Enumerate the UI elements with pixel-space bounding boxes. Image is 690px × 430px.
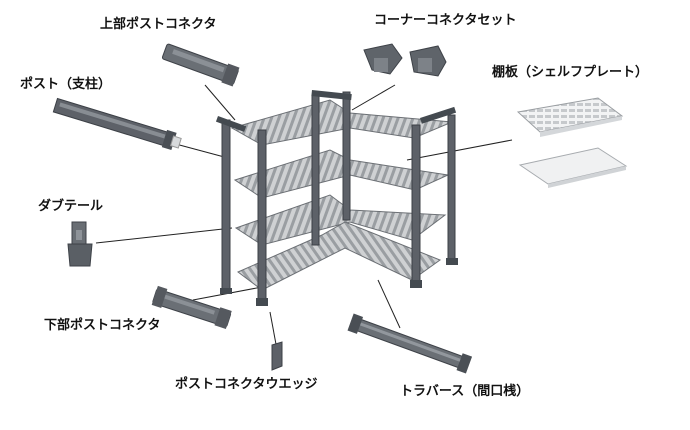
shelving-unit xyxy=(215,90,458,306)
label-post-connector-wedge: ポストコネクタウエッジ xyxy=(175,377,318,392)
post-front-left xyxy=(221,119,231,291)
corner-connector-part xyxy=(363,43,447,77)
post-right-end xyxy=(447,114,456,264)
label-traverse: トラバース（間口桟） xyxy=(400,384,530,399)
post-right-front xyxy=(411,124,421,286)
label-shelf-plate: 棚板（シェルフプレート） xyxy=(492,65,649,80)
post-back-corner xyxy=(311,94,320,246)
shelf-plate-slotted xyxy=(516,97,624,137)
label-corner-connector-set: コーナーコネクタセット xyxy=(374,13,517,28)
post-part xyxy=(52,97,182,151)
label-dovetail: ダブテール xyxy=(38,199,104,214)
leader-traverse xyxy=(377,279,401,329)
leader-post xyxy=(171,142,229,159)
shelf-plate-solid xyxy=(518,147,628,188)
post-back-right xyxy=(342,91,351,221)
shelf-level-3 xyxy=(234,194,447,246)
dovetail-part xyxy=(67,221,93,267)
label-lower-post-connector: 下部ポストコネクタ xyxy=(44,318,161,333)
wedge-part xyxy=(271,341,283,371)
upper-post-connector-part xyxy=(161,43,240,87)
lower-post-connector-part xyxy=(151,285,232,330)
label-post: ポスト（支柱） xyxy=(20,77,112,92)
leader-corner-connector xyxy=(351,84,396,111)
leader-upper-post-connector xyxy=(204,84,236,121)
leader-shelf-plate xyxy=(406,139,513,161)
traverse-part xyxy=(347,313,473,374)
shelf-level-2 xyxy=(233,149,450,199)
label-upper-post-connector: 上部ポストコネクタ xyxy=(100,17,217,32)
post-front-middle xyxy=(257,129,267,303)
shelf-level-1 xyxy=(230,99,453,146)
leader-dovetail xyxy=(95,227,233,244)
shelf-level-4 xyxy=(237,221,442,291)
